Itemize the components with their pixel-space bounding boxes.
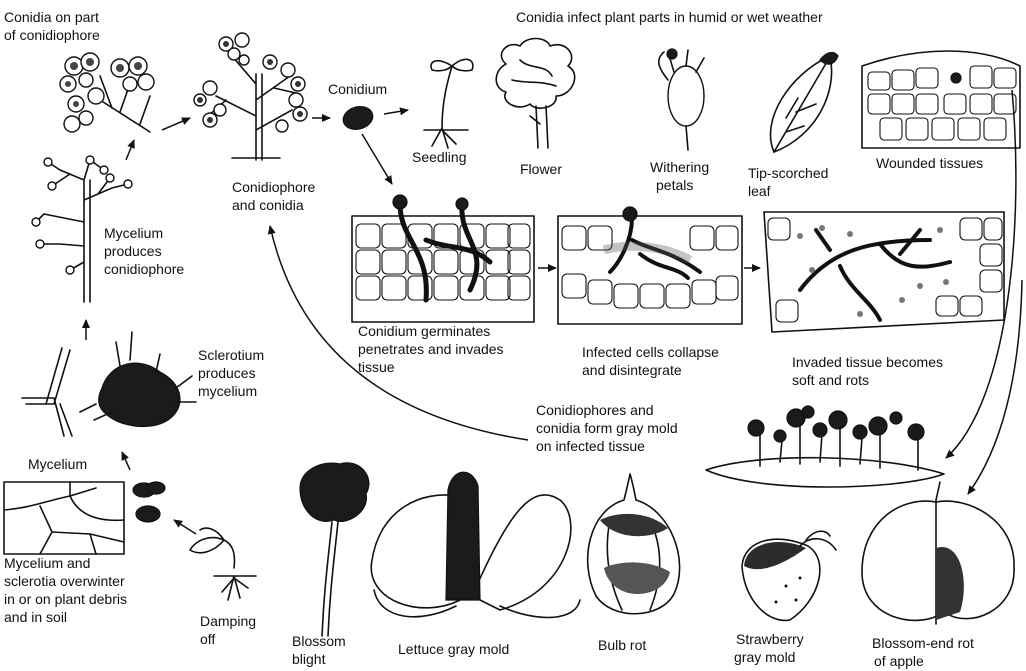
apple-rot-illustration (862, 482, 1014, 624)
label-blossom-end-2: of apple (874, 653, 924, 669)
damping-off-illustration (190, 528, 256, 600)
label-flower: Flower (520, 161, 562, 177)
label-wounded-tissues: Wounded tissues (876, 155, 983, 171)
label-seedling: Seedling (412, 149, 467, 165)
arrow-to-germinates (362, 134, 392, 184)
label-conidiophore-1: Conidiophore (232, 179, 315, 195)
arrow-to-conidiophore (162, 118, 190, 130)
label-conidium: Conidium (328, 81, 387, 97)
bulb-rot-illustration (588, 474, 680, 614)
label-mycelium: Mycelium (28, 456, 87, 472)
conidiophore-illustration (194, 33, 307, 160)
label-germinates-2: penetrates and invades (358, 341, 504, 357)
label-infect-title: Conidia infect plant parts in humid or w… (516, 9, 823, 25)
label-germinates-1: Conidium germinates (358, 323, 490, 339)
label-tip-scorched-1: Tip-scorched (748, 165, 828, 181)
tip-scorched-leaf-illustration (771, 53, 838, 152)
blossom-blight-illustration (300, 463, 369, 636)
label-conidia-on-part-2: of conidiophore (4, 27, 100, 43)
conidia-on-part-illustration (60, 53, 154, 132)
label-overwinter-2: sclerotia overwinter (4, 573, 125, 589)
labels: Conidia on part of conidiophore Conidia … (4, 9, 983, 669)
label-blossom-blight-2: blight (292, 651, 326, 667)
arrow-to-mycelium-branch (122, 452, 130, 470)
label-damping-1: Damping (200, 613, 256, 629)
gray-mold-illustration (706, 406, 944, 487)
arrow-damping-to-sclerotia (174, 520, 196, 534)
arrow-to-seedling (384, 110, 408, 114)
label-blossom-blight-1: Blossom (292, 633, 346, 649)
label-withering-2: petals (656, 177, 693, 193)
label-invaded-1: Invaded tissue becomes (792, 354, 943, 370)
label-strawberry-1: Strawberry (736, 631, 804, 647)
label-lettuce: Lettuce gray mold (398, 641, 509, 657)
label-overwinter-3: in or on plant debris (4, 591, 127, 607)
invaded-tissue-illustration (764, 212, 1004, 332)
wounded-tissues-illustration (862, 51, 1020, 148)
label-gray-mold-3: on infected tissue (536, 438, 645, 454)
conidium-spore (341, 103, 376, 132)
label-sclerotium-3: mycelium (198, 383, 257, 399)
seedling-illustration (424, 59, 473, 148)
withering-petals-illustration (659, 49, 704, 150)
label-mycelium-produces-2: produces (104, 243, 162, 259)
label-germinates-3: tissue (358, 359, 395, 375)
infected-cells-illustration (558, 207, 742, 324)
sclerotia-illustration (133, 482, 165, 522)
label-sclerotium-1: Sclerotium (198, 347, 264, 363)
label-infected-cells-1: Infected cells collapse (582, 344, 719, 360)
label-withering-1: Withering (650, 159, 709, 175)
germinates-tissue-illustration (352, 195, 534, 322)
flower-illustration (496, 39, 574, 149)
label-mycelium-produces-1: Mycelium (104, 225, 163, 241)
mycelium-network-illustration (4, 482, 124, 554)
arrow-to-gray-mold (946, 90, 1016, 458)
label-blossom-end-1: Blossom-end rot (872, 635, 974, 651)
label-invaded-2: soft and rots (792, 372, 869, 388)
label-infected-cells-2: and disintegrate (582, 362, 682, 378)
label-sclerotium-2: produces (198, 365, 256, 381)
label-tip-scorched-2: leaf (748, 183, 771, 199)
label-overwinter-4: and in soil (4, 609, 67, 625)
label-bulb-rot: Bulb rot (598, 637, 646, 653)
arrow-to-apple (968, 280, 1022, 494)
label-conidia-on-part-1: Conidia on part (4, 9, 99, 25)
label-conidiophore-2: and conidia (232, 197, 304, 213)
arrow-to-conidia-part (126, 140, 134, 160)
label-gray-mold-2: conidia form gray mold (536, 420, 678, 436)
label-strawberry-2: gray mold (734, 649, 795, 665)
label-overwinter-1: Mycelium and (4, 555, 90, 571)
label-damping-2: off (200, 631, 215, 647)
label-mycelium-produces-3: conidiophore (104, 261, 184, 277)
sclerotium-illustration (22, 332, 196, 436)
lettuce-illustration (371, 472, 580, 617)
label-gray-mold-1: Conidiophores and (536, 402, 654, 418)
strawberry-illustration (742, 531, 836, 620)
